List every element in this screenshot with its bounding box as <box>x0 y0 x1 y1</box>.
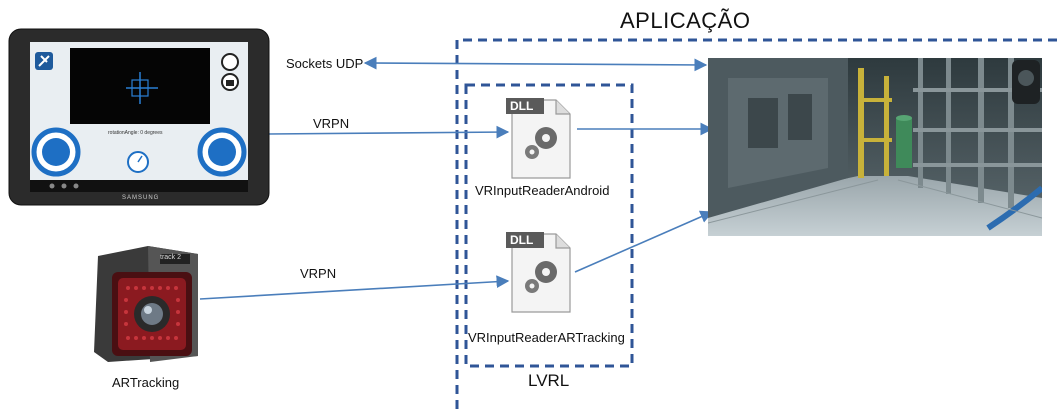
application-3d-scene <box>708 58 1042 236</box>
dll-android-label: VRInputReaderAndroid <box>475 183 610 198</box>
sockets-udp-label: Sockets UDP <box>286 56 364 71</box>
dll-artracking-label: VRInputReaderARTracking <box>468 330 625 345</box>
aplicacao-title: APLICAÇÃO <box>620 8 751 33</box>
lvrl-boundary <box>464 83 634 368</box>
android-tablet: rotationAngle: 0 degrees SAMSUNG <box>8 28 270 206</box>
sockets-udp-arrow <box>363 56 708 72</box>
dll-badge-android: DLL <box>510 99 534 113</box>
tablet-status-text: rotationAngle: 0 degrees <box>108 130 163 136</box>
dll-badge-artracking: DLL <box>510 233 534 247</box>
dll-file-icon-artracking: DLL <box>498 228 578 316</box>
lvrl-label: LVRL <box>528 371 570 390</box>
tablet-brand: SAMSUNG <box>122 195 160 201</box>
camera-track-label: track 2 <box>160 254 182 261</box>
artracking-to-app-arrow <box>574 210 714 273</box>
vrpn-tablet-label: VRPN <box>313 116 350 131</box>
aplicacao-boundary <box>455 38 1060 409</box>
vrpn-camera-label: VRPN <box>300 266 337 281</box>
dll-file-icon-android: DLL <box>498 94 578 182</box>
vrpn-tablet-arrow <box>267 125 510 139</box>
artracking-label: ARTracking <box>112 375 180 390</box>
artracking-camera: track 2 <box>90 244 202 366</box>
vrpn-camera-arrow <box>199 275 510 300</box>
